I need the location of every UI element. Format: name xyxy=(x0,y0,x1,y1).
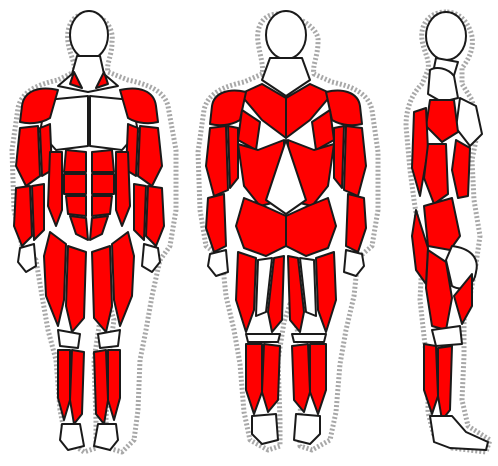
front-foot-left xyxy=(60,424,84,450)
front-forearm-right-inner xyxy=(134,184,146,240)
front-forearm-left-inner xyxy=(32,184,44,240)
back-hand-right xyxy=(344,250,364,276)
front-figure xyxy=(12,11,176,452)
back-head xyxy=(266,11,306,59)
front-hand-left xyxy=(18,244,36,272)
side-figure xyxy=(406,12,490,452)
back-knee-left xyxy=(246,334,280,342)
side-shin xyxy=(438,346,452,420)
front-head xyxy=(70,11,108,59)
back-triceps-right-b xyxy=(334,126,344,188)
side-knee xyxy=(432,326,462,346)
front-shin-right-b xyxy=(94,350,108,424)
front-abs-3l xyxy=(66,196,86,216)
back-knee-right xyxy=(292,334,326,342)
side-forearm xyxy=(424,198,460,250)
front-foot-right xyxy=(94,424,118,450)
back-hand-left xyxy=(208,250,228,276)
front-thigh-left-inner xyxy=(66,246,86,332)
back-calf-right-b xyxy=(292,344,310,412)
front-knee-right xyxy=(98,330,120,348)
front-abs-1r xyxy=(92,150,114,172)
front-shin-left-b xyxy=(70,350,84,424)
front-abs-1l xyxy=(64,150,86,172)
front-abs-2r xyxy=(92,174,114,194)
front-knee-left xyxy=(58,330,80,348)
front-abs-3r xyxy=(92,196,112,216)
front-abs-2l xyxy=(64,174,86,194)
front-thigh-right-inner xyxy=(92,246,112,332)
side-head xyxy=(426,12,466,60)
back-figure xyxy=(198,11,378,450)
back-calf-left-b xyxy=(262,344,280,412)
front-forearm-left-outer xyxy=(14,186,32,246)
back-triceps-left-b xyxy=(228,126,238,188)
